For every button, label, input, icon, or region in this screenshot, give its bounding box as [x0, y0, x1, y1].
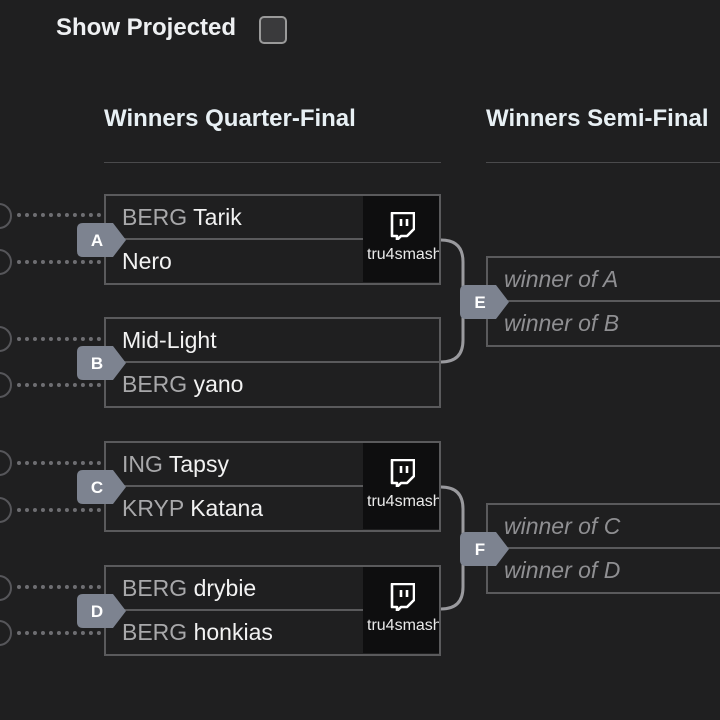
match-f-slot-top[interactable]: winner of C — [488, 505, 720, 549]
match-marker-label: F — [475, 540, 485, 559]
source-line — [17, 508, 101, 512]
player-tag: ING — [122, 451, 163, 477]
show-projected-checkbox[interactable] — [259, 16, 287, 44]
match-a-slot-bottom[interactable]: Nero — [106, 240, 439, 283]
match-d-stream-button[interactable]: tru4smash — [363, 567, 439, 653]
player-name: Tarik — [193, 204, 242, 230]
match-marker-f: F — [460, 532, 509, 566]
stream-channel-label: tru4smash — [367, 493, 439, 510]
player-tag: BERG — [122, 619, 188, 645]
round-divider — [104, 162, 441, 163]
stream-channel-label: tru4smash — [367, 246, 439, 263]
match-marker-c: C — [77, 470, 126, 504]
source-line — [17, 461, 101, 465]
player-name: drybie — [193, 575, 257, 601]
player-name: Nero — [122, 248, 172, 274]
match-a-stream-button[interactable]: tru4smash — [363, 196, 439, 282]
stream-channel-label: tru4smash — [367, 617, 439, 634]
player-tag: BERG — [122, 371, 188, 397]
match-marker-e: E — [460, 285, 509, 319]
match-marker-label: A — [91, 231, 103, 250]
match-d-slot-bottom[interactable]: BERG honkias — [106, 611, 439, 654]
match-b-slot-bottom[interactable]: BERG yano — [106, 363, 439, 406]
source-line — [17, 213, 101, 217]
twitch-icon — [390, 212, 415, 240]
match-e-slot-bottom[interactable]: winner of B — [504, 310, 620, 336]
match-marker-d: D — [77, 594, 126, 628]
match-d[interactable]: BERG drybie BERG honkias tru4smash — [104, 565, 441, 656]
show-projected-label: Show Projected — [56, 14, 237, 41]
source-line — [17, 337, 101, 341]
match-e-slot-top[interactable]: winner of A — [488, 258, 720, 302]
source-line — [17, 260, 101, 264]
player-name: honkias — [193, 619, 273, 645]
source-line — [17, 585, 101, 589]
player-name: Mid-Light — [122, 327, 217, 353]
match-a-slot-top[interactable]: BERG Tarik — [106, 196, 439, 240]
match-c-slot-top[interactable]: ING Tapsy — [106, 443, 439, 487]
round-title-quarter-final: Winners Quarter-Final — [104, 105, 356, 132]
match-marker-b: B — [77, 346, 126, 380]
round-title-semi-final: Winners Semi-Final — [486, 105, 709, 132]
match-d-slot-top[interactable]: BERG drybie — [106, 567, 439, 611]
source-line — [17, 383, 101, 387]
match-marker-label: C — [91, 478, 103, 497]
match-f-slot-bottom[interactable]: winner of D — [504, 557, 621, 583]
twitch-icon — [390, 583, 415, 611]
player-tag: KRYP — [122, 495, 184, 521]
match-b-slot-top[interactable]: Mid-Light — [106, 319, 439, 363]
match-marker-label: B — [91, 354, 103, 373]
player-name: Tapsy — [168, 451, 229, 477]
player-name: yano — [193, 371, 244, 397]
player-tag: BERG — [122, 575, 188, 601]
match-c-stream-button[interactable]: tru4smash — [363, 443, 439, 529]
match-b[interactable]: Mid-Light BERG yano — [104, 317, 441, 408]
player-name: Katana — [190, 495, 264, 521]
twitch-icon — [390, 459, 415, 487]
source-line — [17, 631, 101, 635]
match-a[interactable]: BERG Tarik Nero tru4smash — [104, 194, 441, 285]
round-divider — [486, 162, 720, 163]
match-f[interactable]: winner of C winner of D — [486, 503, 720, 594]
match-marker-label: E — [474, 293, 485, 312]
player-tag: BERG — [122, 204, 188, 230]
match-c-slot-bottom[interactable]: KRYP Katana — [106, 487, 439, 530]
match-e[interactable]: winner of A winner of B — [486, 256, 720, 347]
match-c[interactable]: ING Tapsy KRYP Katana tru4smash — [104, 441, 441, 532]
match-marker-label: D — [91, 602, 103, 621]
match-marker-a: A — [77, 223, 126, 257]
